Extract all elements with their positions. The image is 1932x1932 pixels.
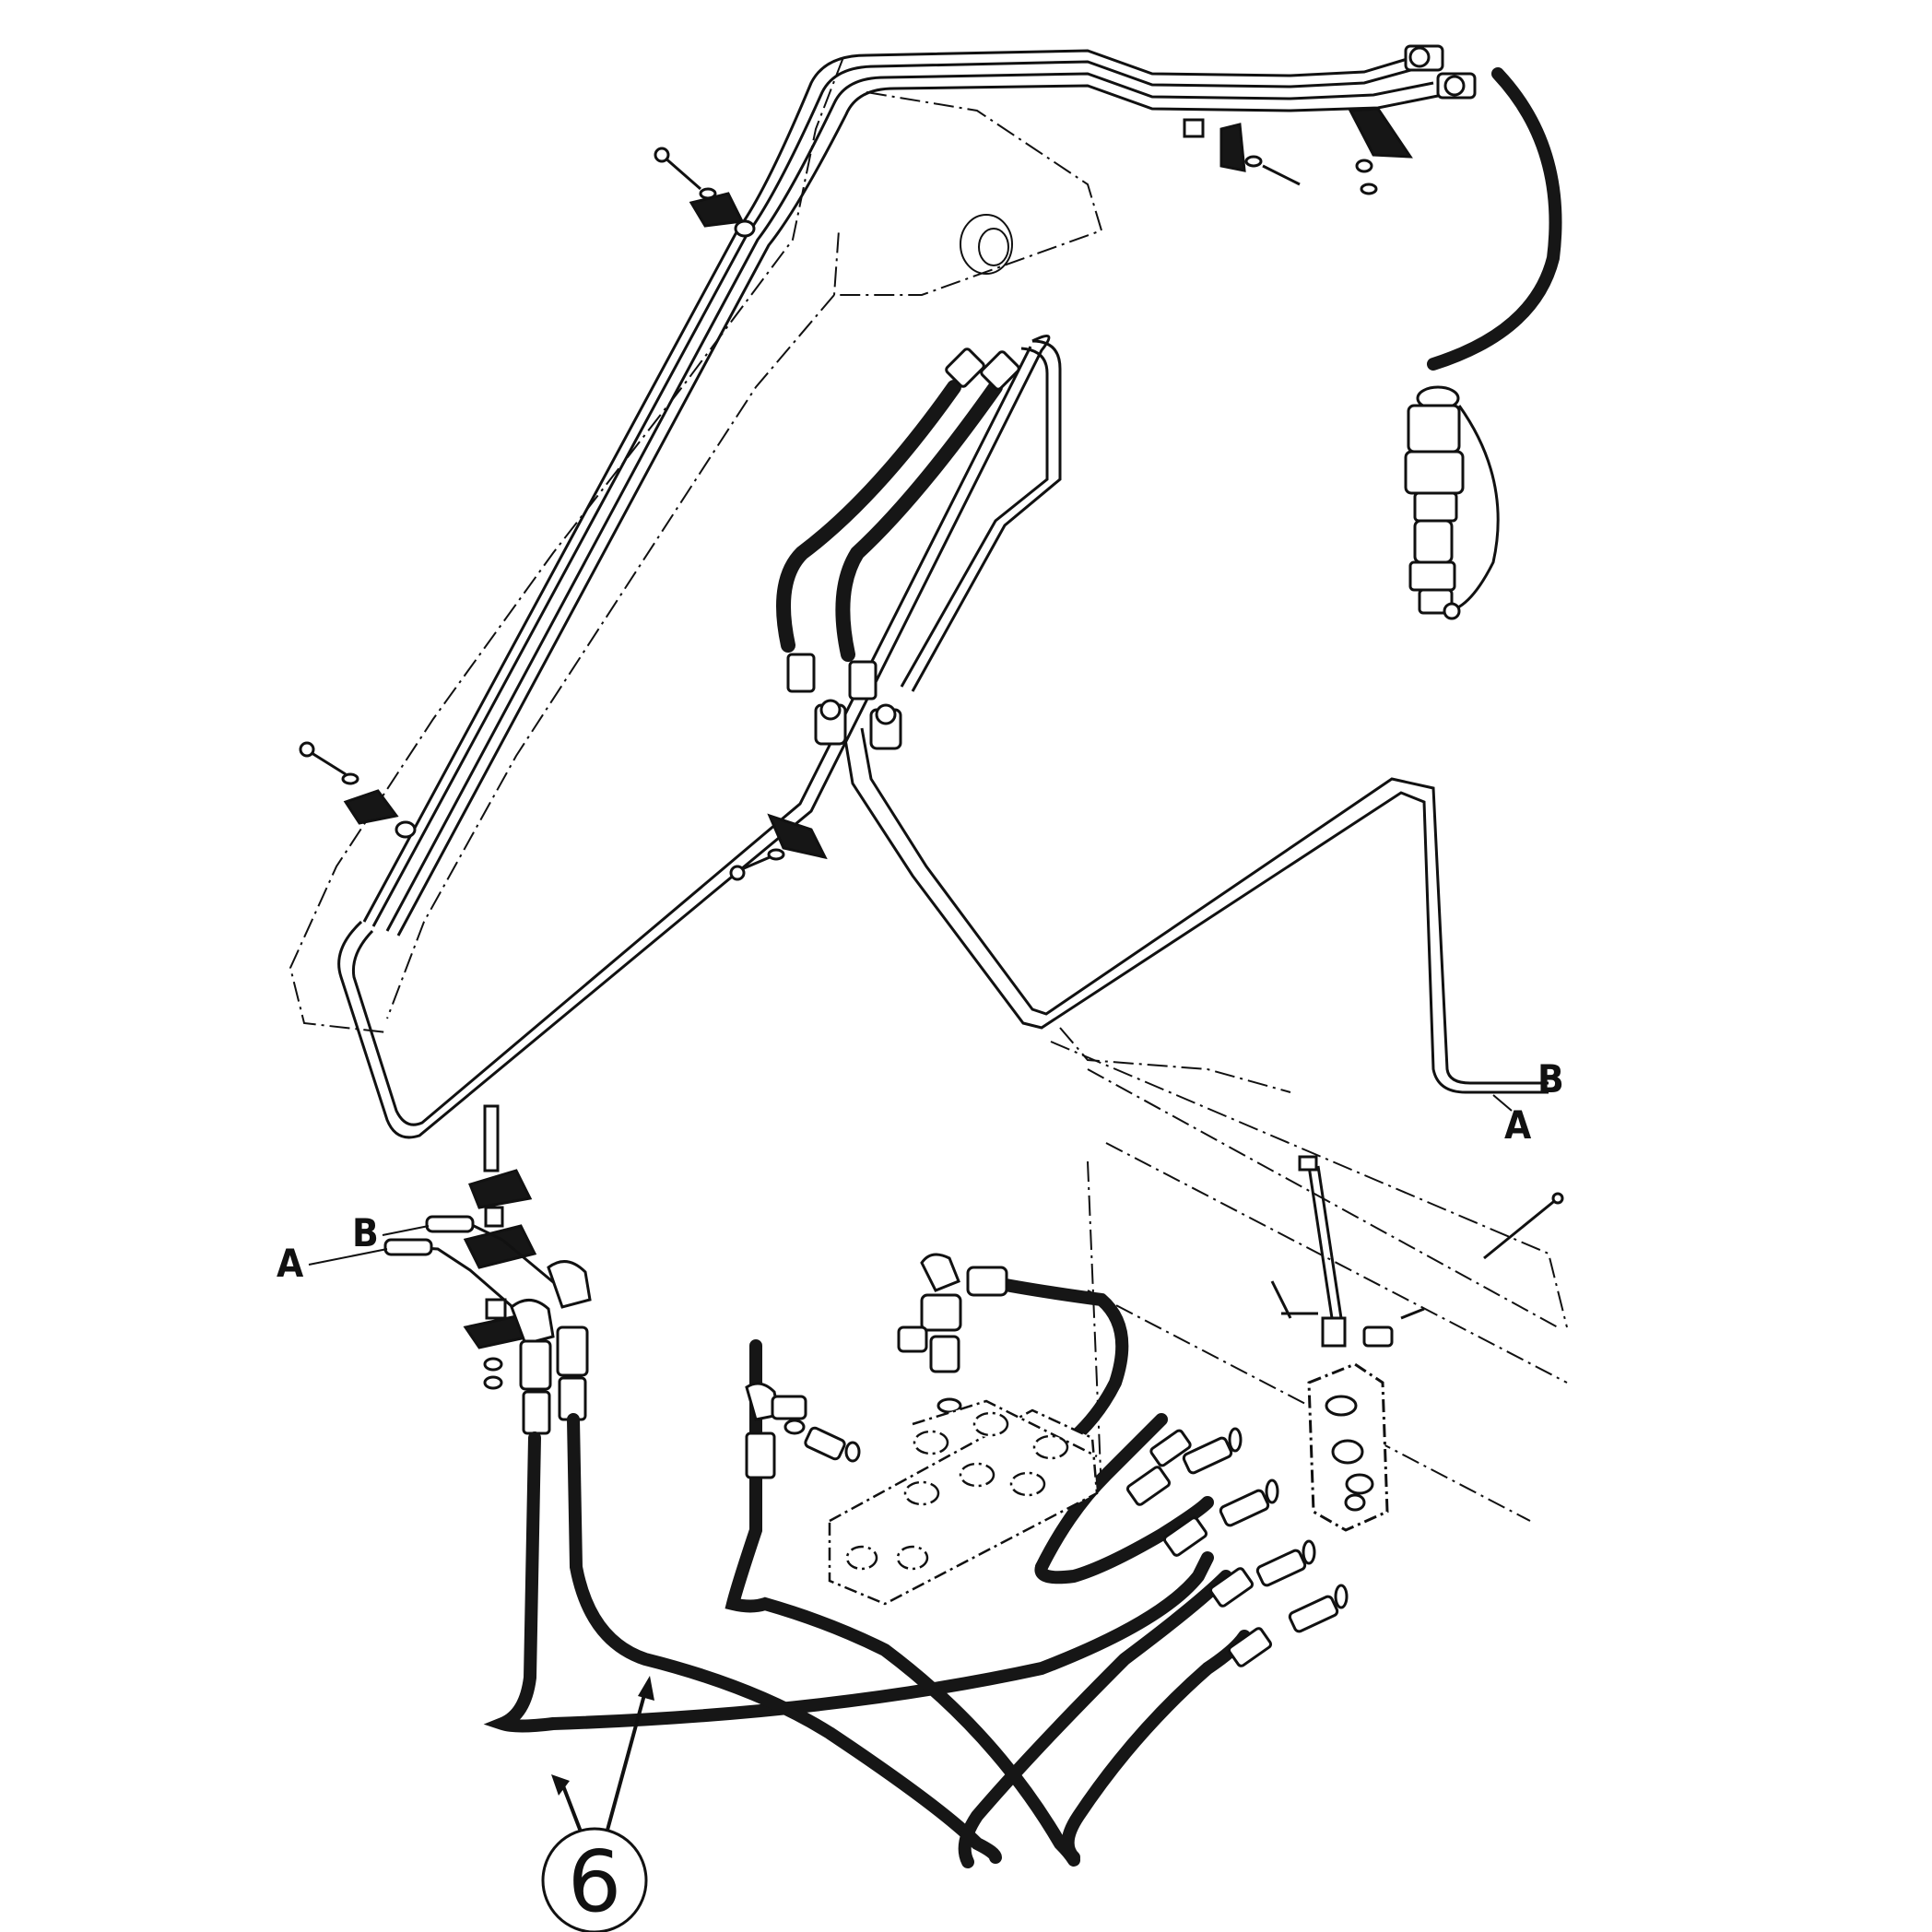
- label-a-left: A: [277, 1241, 304, 1286]
- right-tube-route: [842, 339, 1549, 1094]
- lower-hoses: [483, 1275, 1251, 1868]
- loader-arm-outline: [289, 56, 1568, 1494]
- control-rods: [1270, 1155, 1564, 1348]
- valve-tee-fittings: [745, 1253, 1008, 1421]
- clamp-assemblies: [299, 107, 1413, 881]
- relief-valve-block: [1307, 1362, 1389, 1532]
- lower-clamp-stack: [463, 1104, 537, 1390]
- boom-pivot-boss: [960, 214, 1013, 275]
- boom-hose-fittings: [786, 348, 1020, 750]
- control-valve-body: [828, 1399, 1099, 1606]
- label-a-right: A: [1504, 1102, 1532, 1148]
- callout-6: 6: [541, 1676, 654, 1932]
- callout-circle: [541, 1827, 648, 1932]
- quick-coupler: [1404, 385, 1500, 620]
- coupler-hose: [1427, 67, 1562, 371]
- label-b-left: B: [352, 1210, 379, 1255]
- valve-hose-fittings: [745, 1429, 1273, 1667]
- upper-steel-tubes: [362, 49, 1439, 937]
- adaptors-orings: [783, 1397, 1349, 1633]
- boom-hoses: [776, 380, 1003, 662]
- label-right-ab: B A: [1492, 1056, 1564, 1148]
- label-left-ab: B A: [277, 1210, 430, 1286]
- callout-number: 6: [568, 1832, 622, 1931]
- top-right-fittings: [1404, 44, 1477, 100]
- lower-elbow-fittings: [510, 1260, 592, 1435]
- label-b-right: B: [1537, 1056, 1564, 1101]
- lower-tube-loop: [337, 334, 1051, 1139]
- lower-ab-tubes: [383, 1215, 559, 1320]
